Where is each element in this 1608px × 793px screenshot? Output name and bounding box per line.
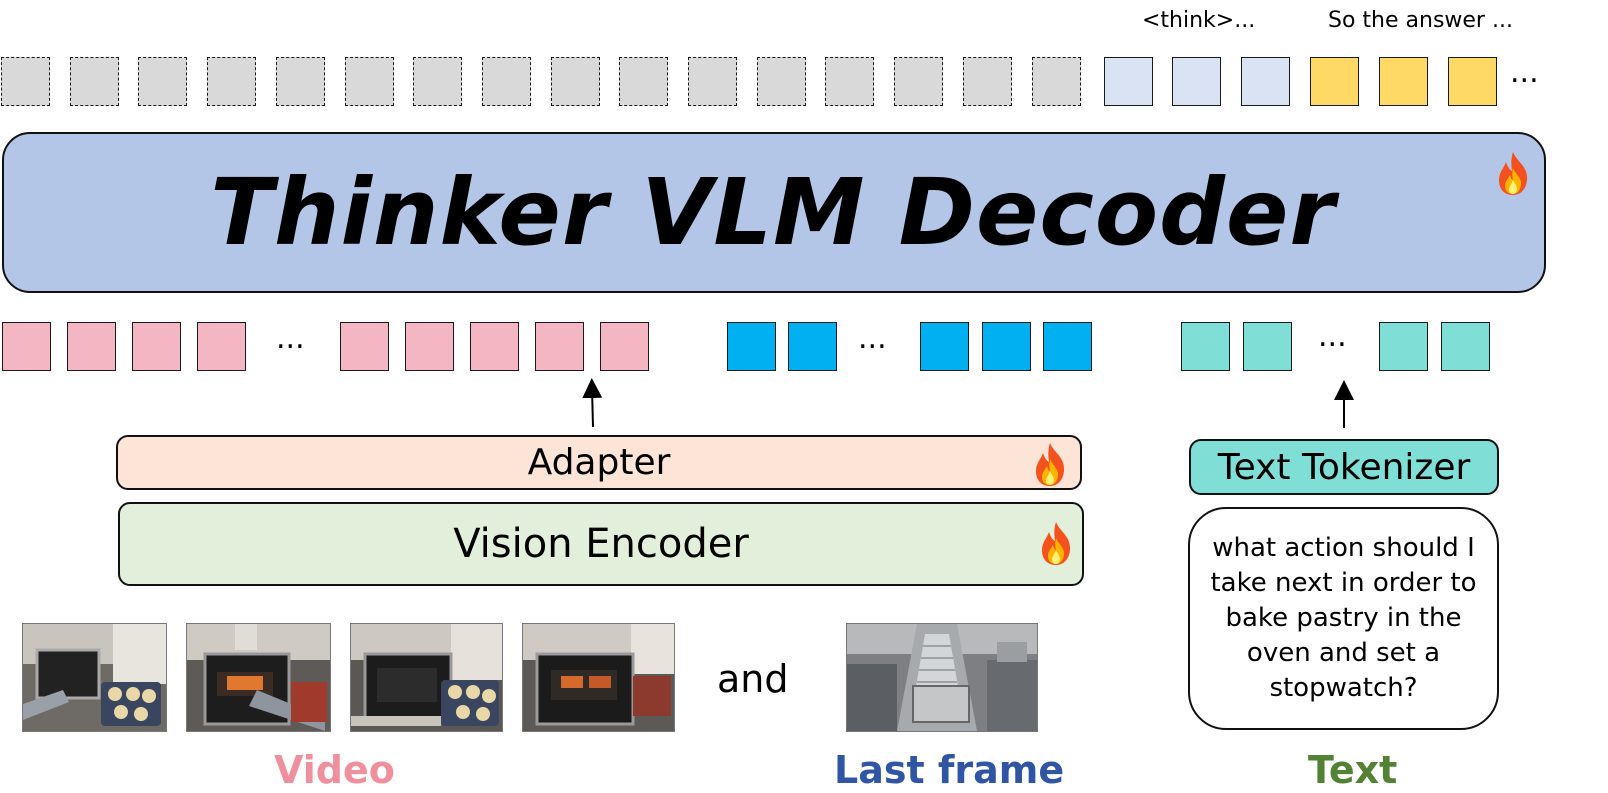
output-ellipsis: ... [1510,55,1539,90]
frame-token [1043,322,1092,371]
masked-token [688,57,737,106]
video-token [405,322,454,371]
decoder-title: Thinker VLM Decoder [210,159,1336,266]
think-token [1172,57,1221,106]
masked-token [207,57,256,106]
vision-encoder-label: Vision Encoder [453,521,749,567]
masked-token [1032,57,1081,106]
video-token [67,322,116,371]
flame-icon [1499,152,1528,195]
flame-icon [1036,443,1065,486]
frame-token [920,322,969,371]
last-frame-image [846,623,1038,732]
masked-token [70,57,119,106]
video-token [340,322,389,371]
video-frame [522,623,675,732]
thinker-vlm-decoder [2,132,1546,293]
masked-token [963,57,1012,106]
vision-encoder-module: Vision Encoder [118,502,1084,586]
masked-token [551,57,600,106]
text-token [1181,322,1230,371]
flame-icon [1042,522,1071,565]
answer-token [1310,57,1359,106]
adapter-arrow [582,378,603,428]
adapter-label: Adapter [527,442,671,483]
video-token [535,322,584,371]
think-token [1241,57,1290,106]
text-token [1441,322,1490,371]
video-token [197,322,246,371]
frame-token [788,322,837,371]
frame-token [982,322,1031,371]
masked-token [1,57,50,106]
masked-token [413,57,462,106]
text-token-ellipsis: ... [1318,319,1347,354]
answer-token [1448,57,1497,106]
video-frame [186,623,331,732]
adapter-module: Adapter [116,435,1082,490]
masked-token [138,57,187,106]
masked-token [482,57,531,106]
video-caption: Video [274,748,395,792]
and-label: and [717,657,789,701]
text-caption: Text [1308,748,1398,792]
text-token [1379,322,1428,371]
masked-token [276,57,325,106]
video-token [132,322,181,371]
think-token [1104,57,1153,106]
video-token [470,322,519,371]
masked-token [825,57,874,106]
frame-token-ellipsis: ... [858,321,887,356]
answer-token [1379,57,1428,106]
masked-token [345,57,394,106]
video-token [600,322,649,371]
masked-token [619,57,668,106]
think-label: <think>... [1142,8,1256,33]
text-token [1243,322,1292,371]
video-token [2,322,51,371]
answer-label: So the answer ... [1328,8,1513,33]
frame-token [727,322,776,371]
text-tokenizer-label: Text Tokenizer [1217,446,1471,488]
text-prompt-box: what action should I take next in order … [1188,507,1499,730]
video-token-ellipsis: ... [276,321,305,356]
text-prompt: what action should I take next in order … [1210,533,1477,703]
video-frame [350,623,503,732]
last-frame-caption: Last frame [834,748,1065,792]
masked-token [757,57,806,106]
text-tokenizer-module: Text Tokenizer [1189,439,1499,495]
video-frame [22,623,167,732]
masked-token [894,57,943,106]
